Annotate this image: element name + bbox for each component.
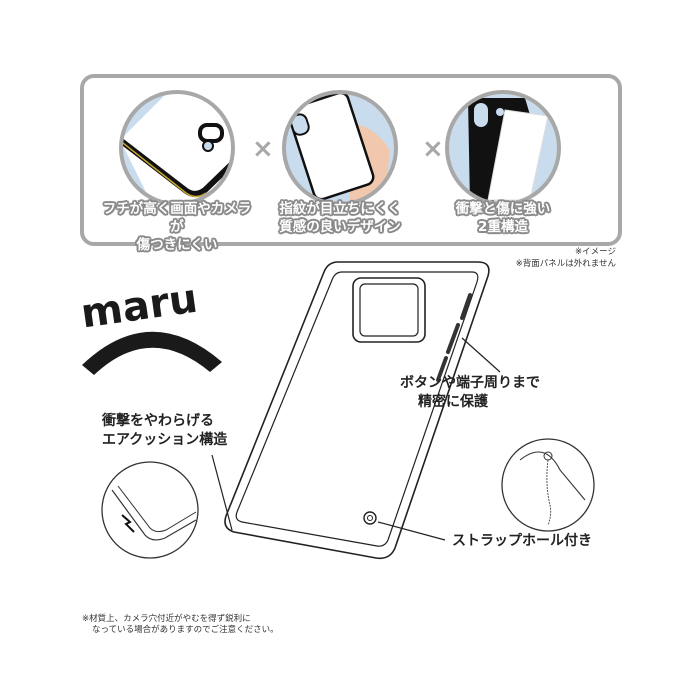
leader-lines (211, 337, 501, 541)
air-cushion-detail-icon (101, 461, 199, 559)
times-icon: × (252, 134, 274, 164)
feature-line: フチが高く画面やカメラが (102, 201, 252, 235)
feature-line: 衝撃と傷に強い (455, 201, 551, 217)
strap-callout: ストラップホール付き (452, 533, 592, 549)
phone-case-outline (224, 261, 490, 560)
feature-line: 指紋が目立ちにくく (279, 201, 401, 217)
callout-line: ボタンや端子周りまで (400, 375, 540, 391)
buttons-callout: ボタンや端子周りまで 精密に保護 (400, 374, 540, 412)
callout-line: 精密に保護 (418, 394, 488, 410)
hand-holding-phone-icon (282, 90, 398, 206)
panel-note: ※背面パネルは外れません (515, 259, 616, 269)
image-note: ※イメージ (575, 247, 616, 257)
callout-line: エアクッション構造 (102, 432, 228, 448)
double-layer-structure-icon (445, 90, 561, 206)
strap-hole-detail-icon (501, 438, 595, 532)
times-icon: × (422, 134, 444, 164)
feature-line: 傷つきにくい (136, 237, 218, 253)
footnote-line: なっている場合がありますのでご注意ください。 (92, 625, 279, 635)
feature-caption-3: 衝撃と傷に強い 2重構造 (428, 200, 578, 236)
feature-caption-1: フチが高く画面やカメラが 傷つきにくい (102, 200, 252, 254)
feature-caption-2: 指紋が目立ちにくく 質感の良いデザイン (265, 200, 415, 236)
footnote: ※材質上、カメラ穴付近がやむを得ず鋭利に なっている場合がありますのでご注意くだ… (82, 614, 279, 636)
svg-text:maru: maru (78, 276, 200, 338)
callout-line: 衝撃をやわらげる (102, 413, 214, 429)
feature-line: 2重構造 (478, 219, 528, 235)
feature-line: 質感の良いデザイン (279, 219, 401, 235)
cushion-callout: 衝撃をやわらげる エアクッション構造 (102, 412, 227, 450)
footnote-line: ※材質上、カメラ穴付近がやむを得ず鋭利に (82, 614, 251, 624)
maru-logo: maru (78, 276, 222, 375)
camera-edge-closeup-icon (119, 90, 235, 206)
